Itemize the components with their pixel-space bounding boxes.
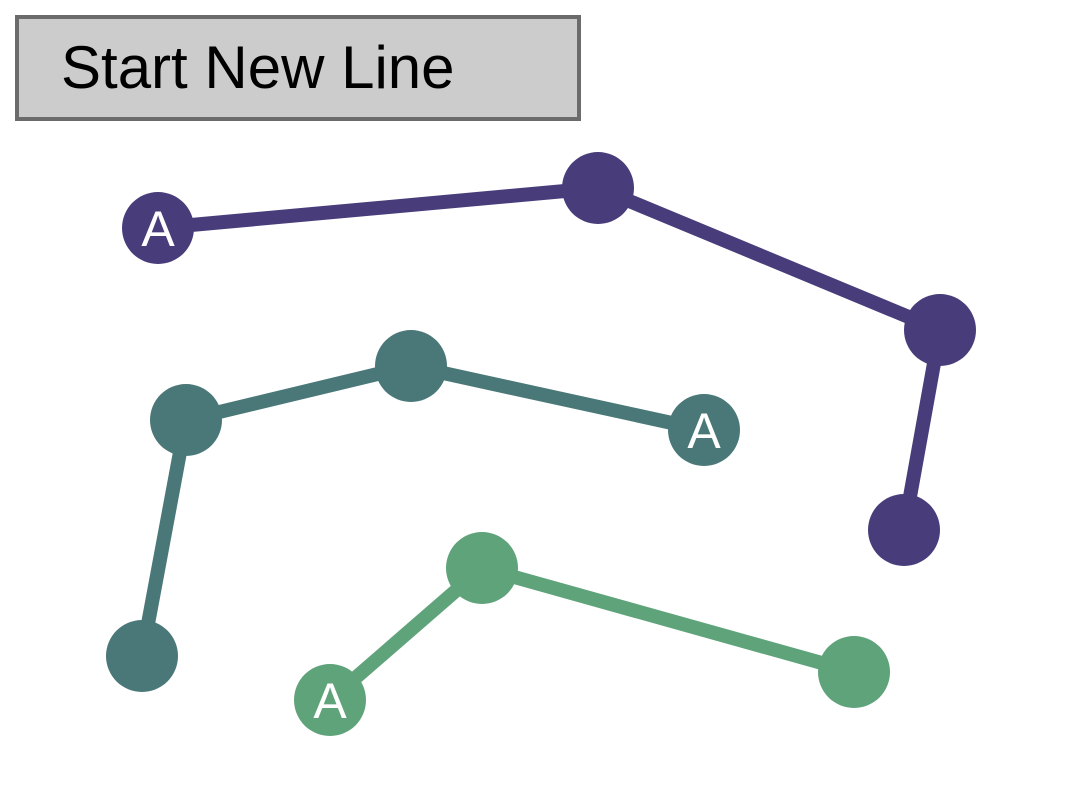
node-label: A [687, 403, 721, 459]
node-label: A [313, 673, 347, 729]
node-circle[interactable] [446, 532, 518, 604]
line-3[interactable]: A [294, 532, 890, 736]
line-2-segment[interactable] [404, 359, 711, 437]
line-3-node[interactable] [818, 636, 890, 708]
line-2-segment[interactable] [135, 413, 193, 663]
node-circle[interactable] [150, 384, 222, 456]
node-circle[interactable] [868, 494, 940, 566]
line-1[interactable]: A [122, 152, 976, 566]
line-1-node[interactable] [562, 152, 634, 224]
line-1-node[interactable] [868, 494, 940, 566]
line-3-node[interactable] [446, 532, 518, 604]
node-circle[interactable] [904, 294, 976, 366]
line-2-segment[interactable] [179, 359, 418, 427]
line-1-segment[interactable] [591, 181, 947, 337]
node-circle[interactable] [562, 152, 634, 224]
node-circle[interactable] [375, 330, 447, 402]
node-label: A [141, 201, 175, 257]
line-2-node[interactable] [106, 620, 178, 692]
line-3-segment[interactable] [475, 561, 861, 679]
line-1-segment[interactable] [151, 181, 605, 235]
line-1-start-node[interactable]: A [122, 192, 194, 264]
start-new-line-button[interactable]: Start New Line [15, 15, 581, 121]
node-circle[interactable] [106, 620, 178, 692]
line-3-start-node[interactable]: A [294, 664, 366, 736]
node-circle[interactable] [294, 664, 366, 736]
line-1-node[interactable] [904, 294, 976, 366]
line-2[interactable]: A [106, 330, 740, 692]
node-circle[interactable] [668, 394, 740, 466]
line-2-start-node[interactable]: A [668, 394, 740, 466]
node-circle[interactable] [122, 192, 194, 264]
node-circle[interactable] [818, 636, 890, 708]
line-2-node[interactable] [150, 384, 222, 456]
line-2-node[interactable] [375, 330, 447, 402]
